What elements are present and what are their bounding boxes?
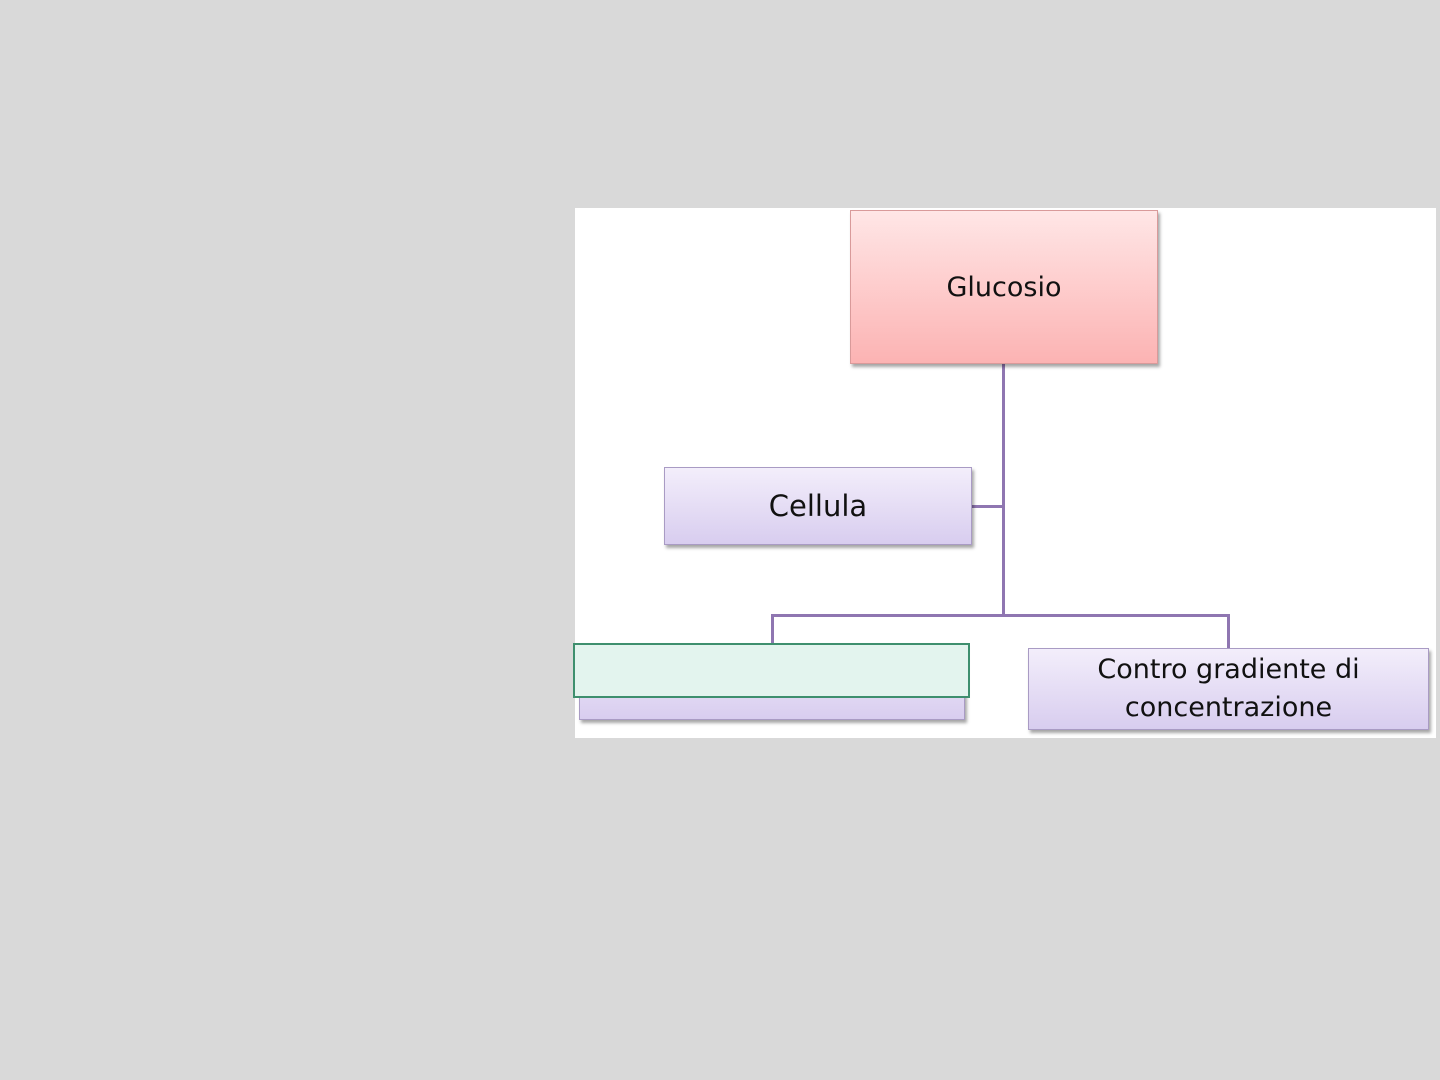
node-contro-gradiente: Contro gradiente di concentrazione — [1028, 648, 1429, 730]
answer-overlay-box[interactable] — [573, 643, 970, 698]
connector-right-child — [1227, 614, 1230, 649]
connector-horizontal — [771, 614, 1230, 617]
node-label: Cellula — [768, 489, 868, 523]
node-label: Glucosio — [946, 271, 1062, 303]
node-label: Contro gradiente di concentrazione — [1097, 654, 1360, 723]
node-cellula: Cellula — [664, 467, 972, 545]
connector-left-child — [771, 614, 774, 644]
connector-root-down — [1002, 364, 1005, 616]
node-glucosio: Glucosio — [850, 210, 1158, 364]
connector-side — [972, 505, 1004, 508]
